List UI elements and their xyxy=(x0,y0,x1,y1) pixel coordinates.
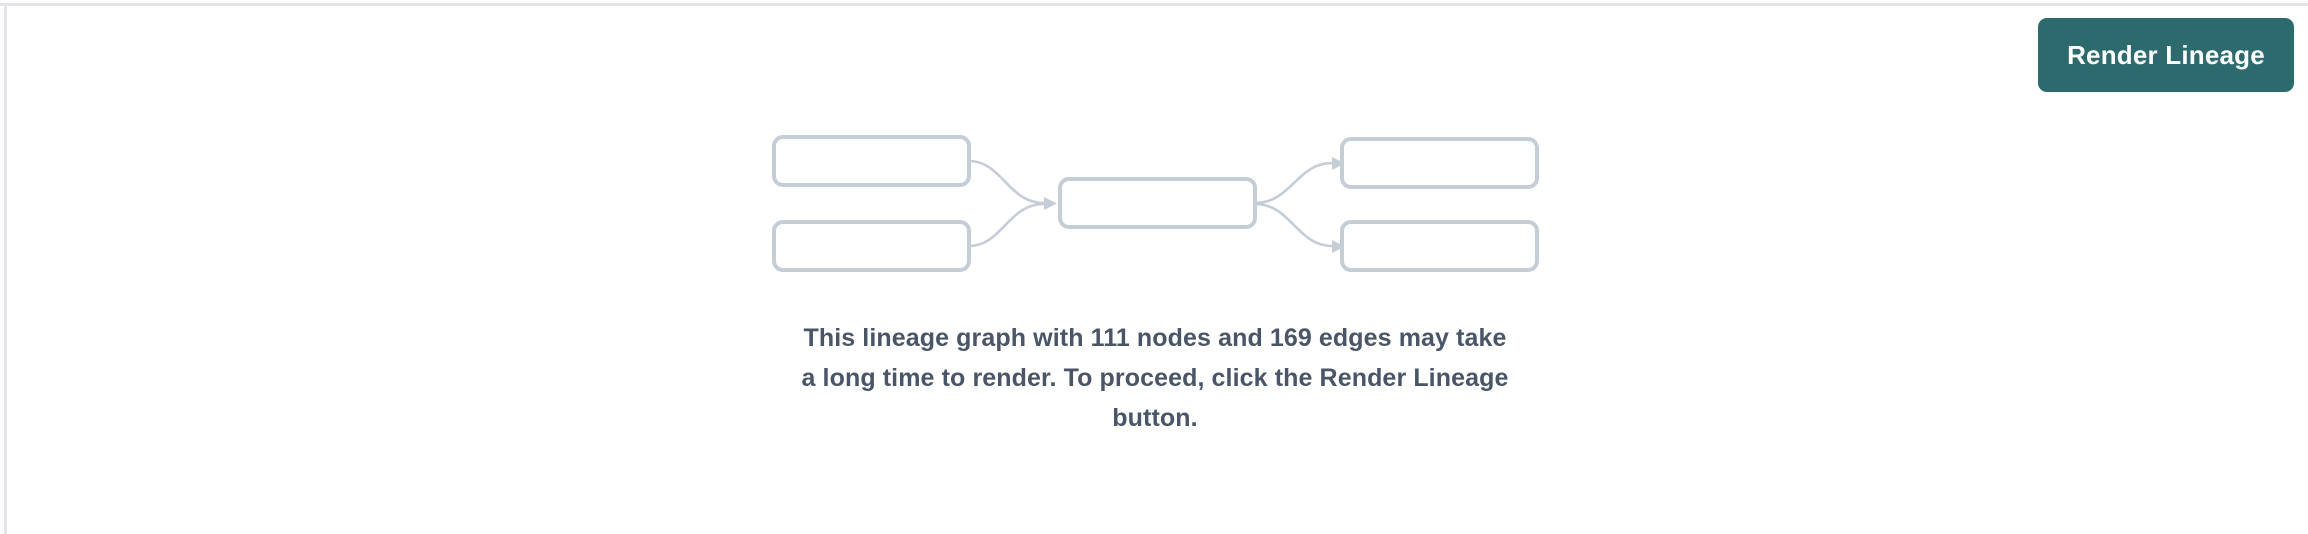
lineage-placeholder-diagram xyxy=(740,120,1570,290)
message-line-3: button. xyxy=(1112,404,1198,432)
render-lineage-button[interactable]: Render Lineage xyxy=(2038,18,2294,92)
edge-center-to-right-top xyxy=(1254,161,1333,205)
message-line-2: a long time to render. To proceed, click… xyxy=(801,364,1509,392)
lineage-node-right-bottom[interactable] xyxy=(1340,220,1539,272)
window-top-border xyxy=(0,3,2308,6)
lineage-node-center[interactable] xyxy=(1058,177,1257,229)
lineage-node-left-top[interactable] xyxy=(772,135,971,187)
edge-left-top-to-center xyxy=(968,159,1045,205)
arrowhead-into-center xyxy=(1044,197,1057,210)
arrowhead-into-right-bottom xyxy=(1332,240,1345,253)
lineage-warning-message: This lineage graph with 111 nodes and 16… xyxy=(655,318,1655,438)
lineage-node-right-top[interactable] xyxy=(1340,137,1539,189)
arrowhead-into-right-top xyxy=(1332,157,1345,170)
lineage-diagram-svg xyxy=(772,135,1539,272)
edge-center-to-right-bottom xyxy=(1254,202,1333,248)
lineage-node-left-bottom[interactable] xyxy=(772,220,971,272)
message-line-1: This lineage graph with 111 nodes and 16… xyxy=(803,324,1507,352)
window-left-border xyxy=(4,3,7,534)
edge-left-bottom-to-center xyxy=(968,202,1045,248)
